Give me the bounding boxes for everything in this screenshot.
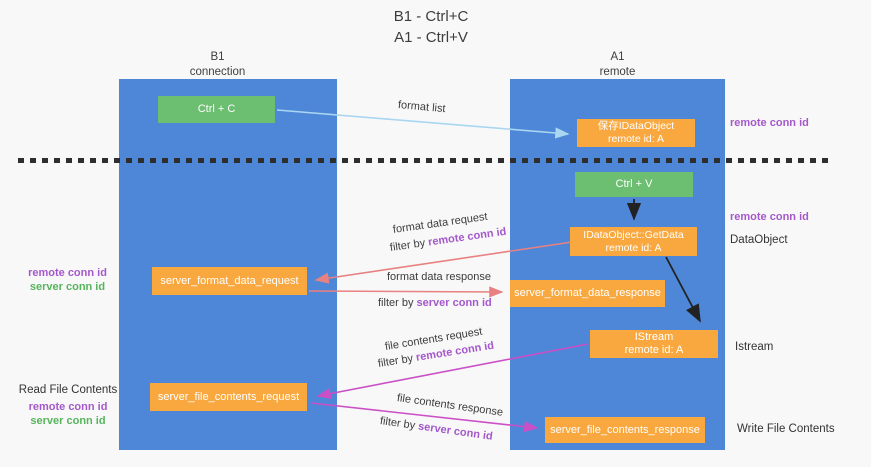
idataobject-getdata-line2: remote id: A [605,241,662,254]
remote-conn-id-text: remote conn id [28,401,108,413]
left-conn-id-annotation-bottom: Read File Contents remote conn id server… [18,383,118,428]
right-column-role: remote [599,66,636,78]
save-idataobject-box: 保存IDataObject remote id: A [577,119,695,147]
title-line-2: A1 - Ctrl+V [394,29,468,46]
phase-separator-dashed-line [18,158,830,163]
server-format-data-response-label: server_format_data_response [514,287,661,299]
format-list-arrow [276,109,570,139]
left-conn-id-annotation-top: remote conn id server conn id [20,266,115,294]
server-format-data-request-label: server_format_data_request [160,274,299,287]
istream-line2: remote id: A [624,344,684,356]
format-data-response-arrow [308,286,504,298]
format-data-response-label: format data response [387,271,491,283]
format-data-request-arrow [314,241,573,284]
filter-by-text: filter by [378,297,414,309]
save-idataobject-line2: remote id: A [607,133,665,145]
remote-conn-id-text: remote conn id [28,267,107,279]
server-conn-id-text: server conn id [416,297,492,309]
read-file-contents-annotation: Read File Contents [18,384,118,396]
left-column-header: B1 connection [150,50,285,80]
server-format-data-request-box: server_format_data_request [152,267,307,295]
getdata-to-istream-arrow [665,256,701,323]
format-data-response-filter-label: filter by server conn id [378,297,492,309]
idataobject-getdata-line1: IDataObject::GetData [583,228,684,241]
right-column-header: A1 remote [550,50,685,80]
ctrl-v-label: Ctrl + V [615,178,653,190]
server-format-data-response-box: server_format_data_response [510,280,665,307]
istream-box: IStream remote id: A [590,330,718,358]
ctrl-v-box: Ctrl + V [575,172,693,197]
istream-line1: IStream [634,331,674,343]
istream-annotation: Istream [735,341,774,353]
server-file-contents-response-box: server_file_contents_response [545,417,705,443]
ctrl-c-box: Ctrl + C [158,96,275,123]
dataobject-annotation: DataObject [730,234,788,246]
title-line-1: B1 - Ctrl+C [393,8,469,25]
left-column-name: B1 [210,51,225,63]
idataobject-getdata-box: IDataObject::GetData remote id: A [570,227,697,256]
remote-conn-id-annotation-mid: remote conn id [730,211,809,223]
write-file-contents-annotation: Write File Contents [737,423,835,435]
file-contents-response-arrow [310,402,539,433]
server-file-contents-request-box: server_file_contents_request [150,383,307,411]
left-column-role: connection [189,66,246,78]
diagram-title: B1 - Ctrl+C A1 - Ctrl+V [331,6,531,48]
ctrl-c-label: Ctrl + C [197,103,236,115]
file-contents-request-arrow [316,343,589,400]
remote-conn-id-annotation-top: remote conn id [730,117,809,129]
server-file-contents-request-label: server_file_contents_request [157,390,300,403]
right-column-name: A1 [610,51,625,63]
server-conn-id-text: server conn id [30,415,106,427]
save-idataobject-line1: 保存IDataObject [597,120,675,132]
server-file-contents-response-label: server_file_contents_response [550,423,700,436]
server-conn-id-text: server conn id [29,281,106,293]
